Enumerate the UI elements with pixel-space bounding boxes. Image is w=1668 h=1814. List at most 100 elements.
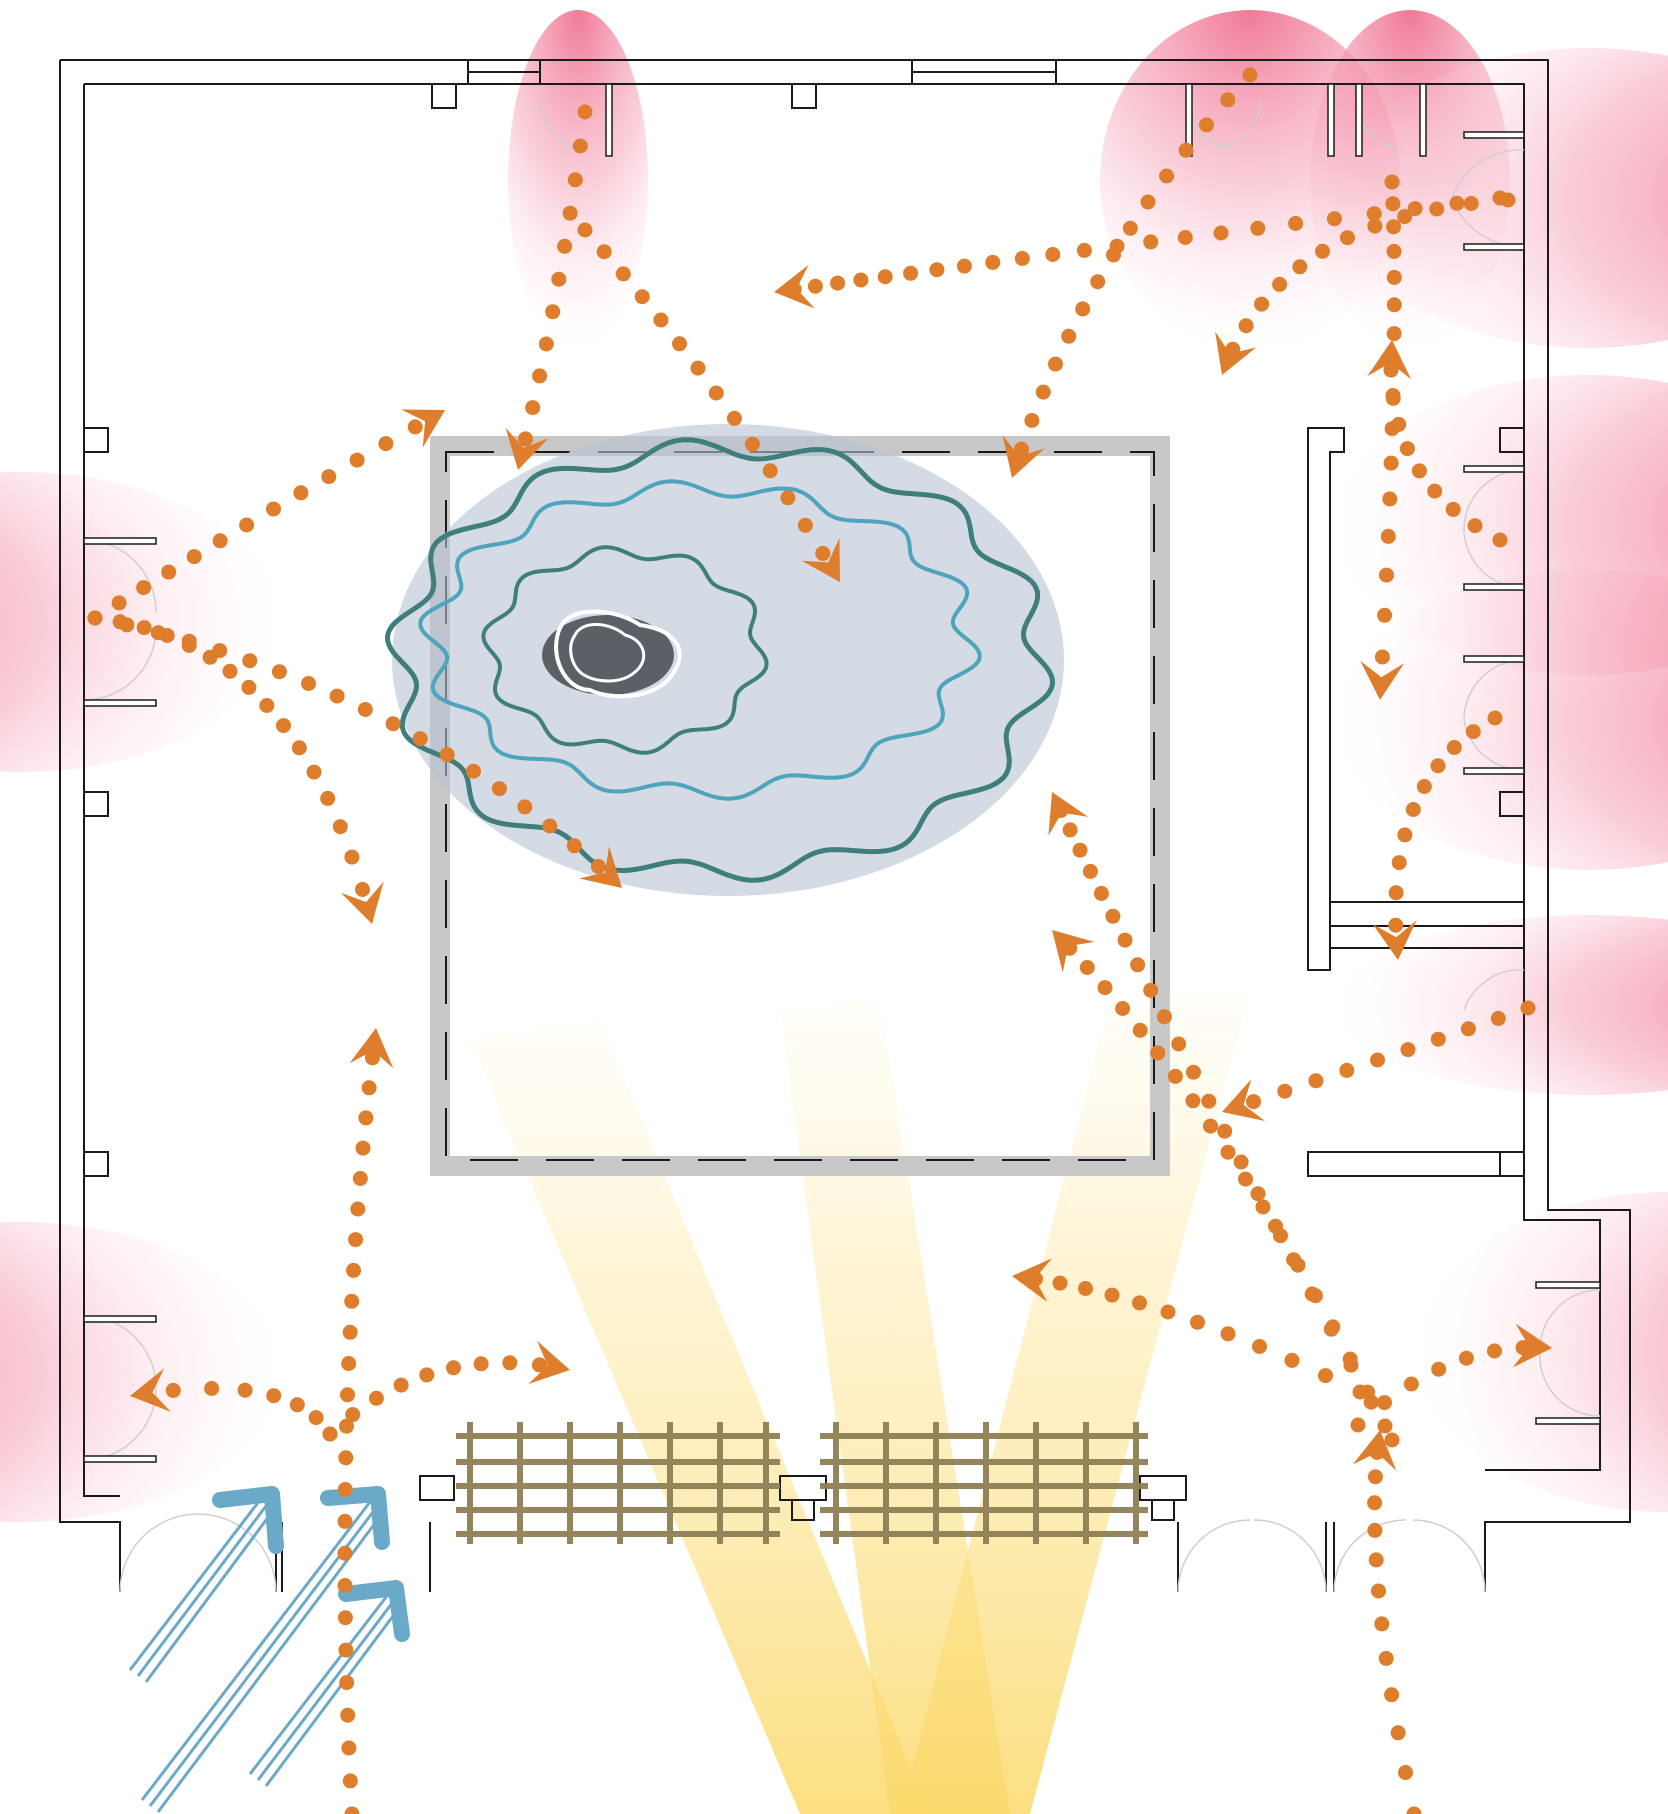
path-dot (815, 545, 831, 561)
path-dot (337, 1610, 353, 1626)
arrow-head-icon (801, 538, 840, 582)
arrow-head-icon (1512, 1323, 1552, 1368)
path-dot (368, 1390, 384, 1406)
path-dot (1406, 1806, 1422, 1814)
door-leaf (83, 1315, 157, 1323)
path-dot (1350, 1417, 1366, 1433)
path-dot (672, 336, 687, 352)
path-dot (1014, 441, 1029, 457)
dotted-path-arrow-icon (1372, 710, 1503, 960)
path-dot (1308, 1073, 1324, 1089)
path-dot (545, 304, 561, 320)
path-dot (385, 716, 401, 732)
sill-left (419, 1475, 1187, 1501)
path-dot (337, 1545, 353, 1561)
pergola-slats (467, 1422, 769, 1544)
sill-posts (791, 1499, 1175, 1521)
path-dot (1252, 1339, 1267, 1354)
path-dot (1213, 225, 1229, 241)
path-dot (1104, 1287, 1120, 1303)
path-dot (355, 882, 370, 897)
path-dot (797, 517, 813, 533)
path-dot (306, 764, 322, 780)
door-leaf (1355, 83, 1363, 157)
path-dot (1388, 885, 1404, 901)
path-dot (1117, 932, 1133, 948)
path-dot (1277, 1083, 1293, 1099)
south-wall-right (1177, 1522, 1335, 1592)
path-dot (1371, 1583, 1386, 1599)
dotted-path-arrow-icon (322, 1340, 570, 1442)
path-dot (276, 718, 291, 734)
path-dot (1492, 532, 1508, 548)
path-dot (150, 625, 166, 641)
path-dot (419, 1367, 435, 1383)
path-dot (1391, 416, 1407, 432)
arrow-head-icon (1215, 331, 1257, 375)
arrow-head-icon (579, 846, 622, 888)
path-dot (181, 633, 197, 649)
arrow-head-icon (1352, 1430, 1397, 1471)
door-leaf (605, 83, 613, 157)
path-dot (1411, 463, 1427, 479)
path-dot (344, 849, 360, 865)
path-dot (1143, 234, 1159, 250)
column (83, 427, 109, 453)
path-dot (1379, 567, 1394, 583)
path-dot (259, 698, 275, 713)
path-dot (119, 617, 135, 633)
door-arc (1412, 1519, 1486, 1593)
path-dot (222, 663, 238, 679)
circulation-paths (87, 67, 1552, 1814)
path-dot (341, 1740, 357, 1756)
path-dot (1186, 1064, 1201, 1080)
door-leaf (1327, 83, 1335, 157)
path-dot (1150, 1045, 1166, 1061)
path-dot (1238, 318, 1254, 334)
path-dot (1325, 1319, 1341, 1335)
path-dot (204, 1381, 220, 1396)
path-dot (352, 1171, 368, 1186)
path-dot (1167, 1068, 1183, 1084)
path-dot (1360, 1384, 1376, 1400)
path-dot (1340, 230, 1355, 246)
column (1499, 1151, 1525, 1177)
path-dot (551, 271, 567, 287)
path-dot (1390, 1725, 1406, 1741)
path-dot (1458, 1350, 1474, 1366)
path-dot (708, 385, 724, 401)
pool-core-outline-inner (569, 623, 646, 683)
path-dot (355, 1140, 371, 1156)
door-arc (1333, 1519, 1407, 1593)
sun-beam-icon (470, 1020, 930, 1814)
path-dot (1388, 917, 1404, 933)
path-dot (1078, 1281, 1093, 1296)
path-dot (1242, 67, 1258, 83)
path-dot (1185, 1093, 1201, 1109)
path-dot (136, 620, 152, 636)
path-dot (237, 1382, 253, 1398)
path-dot (1427, 483, 1443, 499)
pergola-slats (833, 1422, 1139, 1544)
column (83, 791, 109, 817)
arrow-head-icon (1002, 435, 1045, 478)
path-dot (340, 1387, 355, 1403)
path-dot (1220, 1326, 1236, 1342)
path-dot (364, 1050, 380, 1066)
path-dot (1398, 1765, 1413, 1780)
path-dot (491, 781, 507, 797)
pool (384, 424, 1064, 896)
path-dot (1105, 908, 1121, 924)
path-dot (1431, 1361, 1447, 1377)
path-dot (321, 469, 337, 485)
path-dot (1045, 247, 1061, 262)
door-leaf (83, 699, 157, 707)
path-dot (466, 763, 481, 779)
path-dot (1377, 1395, 1392, 1411)
path-dot (1487, 1343, 1502, 1359)
path-dot (985, 254, 1001, 270)
path-dot (1156, 1009, 1172, 1025)
dotted-path-arrow-icon (1052, 930, 1393, 1434)
path-dot (266, 1388, 282, 1404)
path-dot (1487, 710, 1503, 726)
